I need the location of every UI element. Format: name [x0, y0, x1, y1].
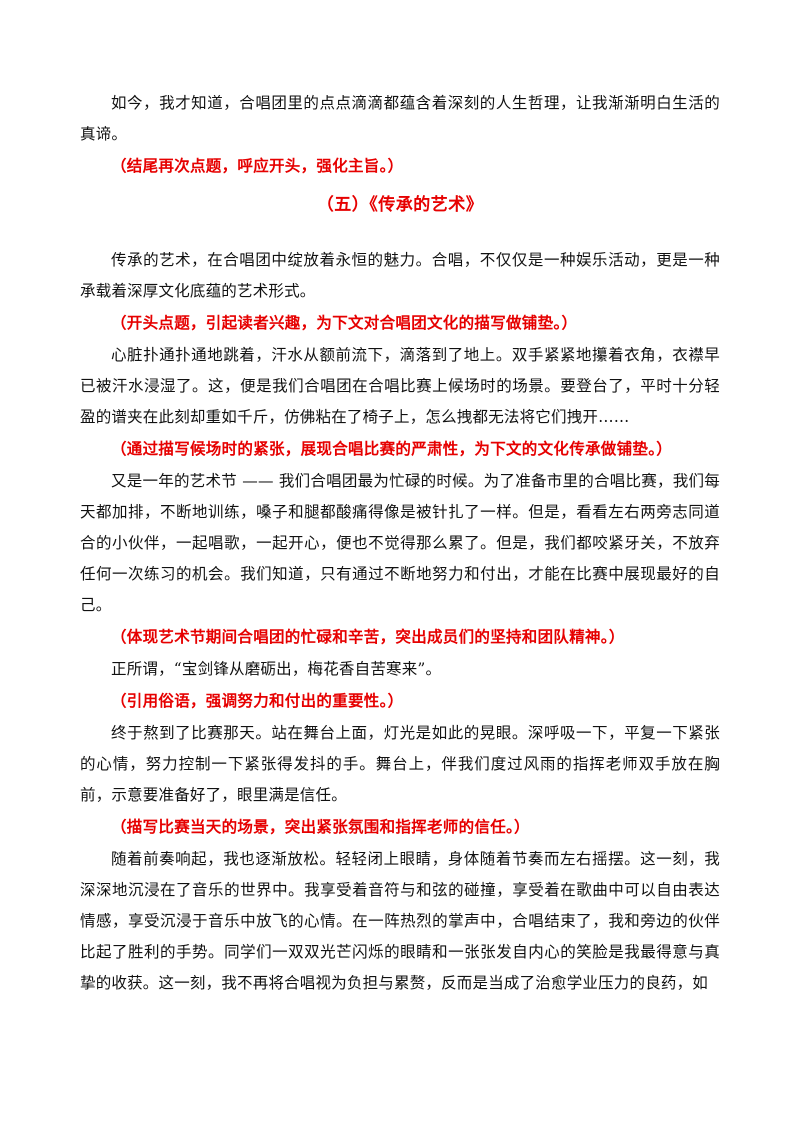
- document-page: 如今，我才知道，合唱团里的点点滴滴都蕴含着深刻的人生哲理，让我渐渐明白生活的真谛…: [80, 88, 720, 999]
- paragraph-festival: 又是一年的艺术节 —— 我们合唱团最为忙碌的时候。为了准备市里的合唱比赛，我们每…: [80, 472, 720, 614]
- paragraph-competition: 终于熬到了比赛那天。站在舞台上面，灯光是如此的晃眼。深呼吸一下，平复一下紧张的心…: [80, 724, 720, 804]
- annotation-festival: （体现艺术节期间合唱团的忙碌和辛苦，突出成员们的坚持和团队精神。）: [111, 628, 625, 646]
- paragraph-waiting: 心脏扑通扑通地跳着，汗水从额前流下，滴落到了地上。双手紧紧地攥着衣角，衣襟早已被…: [80, 346, 720, 426]
- annotation-intro: （开头点题，引起读者兴趣，为下文对合唱团文化的描写做铺垫。）: [111, 314, 578, 332]
- paragraph-conclusion: 如今，我才知道，合唱团里的点点滴滴都蕴含着深刻的人生哲理，让我渐渐明白生活的真谛…: [80, 94, 720, 143]
- annotation-proverb: （引用俗语，强调努力和付出的重要性。）: [111, 692, 404, 710]
- annotation-competition: （描写比赛当天的场景，突出紧张氛围和指挥老师的信任。）: [111, 818, 530, 836]
- paragraph-intro: 传承的艺术，在合唱团中绽放着永恒的魅力。合唱，不仅仅是一种娱乐活动，更是一种承载…: [80, 251, 720, 300]
- paragraph-performance: 随着前奏响起，我也逐渐放松。轻轻闭上眼睛，身体随着节奏而左右摇摆。这一刻，我深深…: [80, 850, 720, 992]
- annotation-waiting: （通过描写候场时的紧张，展现合唱比赛的严肃性，为下文的文化传承做铺垫。）: [111, 440, 673, 458]
- annotation-ending: （结尾再次点题，呼应开头，强化主旨。）: [111, 157, 404, 175]
- spacer: [80, 227, 720, 245]
- paragraph-proverb: 正所谓，“宝剑锋从磨砺出，梅花香自苦寒来”。: [111, 660, 442, 678]
- section-title: （五）《传承的艺术》: [316, 195, 484, 215]
